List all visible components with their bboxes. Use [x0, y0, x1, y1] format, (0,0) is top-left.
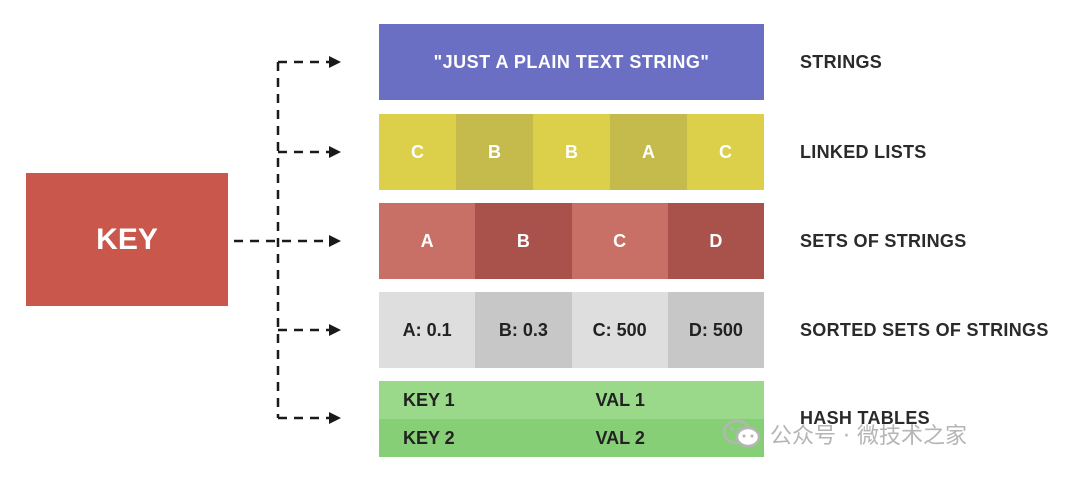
strings-box: "JUST A PLAIN TEXT STRING" [379, 24, 764, 100]
set-item: A [379, 203, 476, 279]
hash-value: VAL 2 [595, 427, 645, 448]
key-label: KEY [96, 222, 158, 256]
hash-table: KEY 1 VAL 1 KEY 2 VAL 2 [379, 381, 764, 457]
sorted-sets-row: A: 0.1 B: 0.3 C: 500 D: 500 [379, 292, 764, 368]
linked-list-row: C B B A C [379, 114, 764, 190]
sorted-set-item: D: 500 [667, 292, 764, 368]
list-item: C [379, 114, 456, 190]
sorted-set-item: C: 500 [571, 292, 668, 368]
key-box: KEY [26, 173, 228, 306]
hash-key: KEY 2 [403, 427, 455, 448]
arrow-head-icon [329, 56, 341, 68]
sorted-set-item: A: 0.1 [379, 292, 476, 368]
hash-value: VAL 1 [595, 389, 645, 410]
set-item: D [667, 203, 764, 279]
strings-value: "JUST A PLAIN TEXT STRING" [433, 51, 710, 72]
hash-key: KEY 1 [403, 389, 455, 410]
strings-type-label: STRINGS [800, 52, 883, 72]
sets-type-label: SETS OF STRINGS [800, 231, 967, 251]
sets-row: A B C D [379, 203, 764, 279]
sorted-set-item: B: 0.3 [475, 292, 572, 368]
linked-lists-type-label: LINKED LISTS [800, 142, 927, 162]
wechat-icon [722, 419, 762, 449]
arrow-head-icon [329, 235, 341, 247]
watermark-text: 公众号 · 微技术之家 [770, 424, 967, 449]
arrow-head-icon [329, 412, 341, 424]
list-item: C [687, 114, 764, 190]
arrow-head-icon [329, 146, 341, 158]
sorted-sets-type-label: SORTED SETS OF STRINGS [800, 320, 1049, 340]
list-item: B [533, 114, 610, 190]
hash-row: KEY 2 VAL 2 [379, 419, 764, 457]
watermark: 公众号 · 微技术之家 [722, 418, 967, 450]
hash-row: KEY 1 VAL 1 [379, 381, 764, 419]
hash-tables-type-label: HASH TABLES [800, 408, 930, 428]
set-item: C [571, 203, 668, 279]
list-item: B [456, 114, 533, 190]
arrow-head-icon [329, 324, 341, 336]
list-item: A [610, 114, 687, 190]
set-item: B [475, 203, 572, 279]
